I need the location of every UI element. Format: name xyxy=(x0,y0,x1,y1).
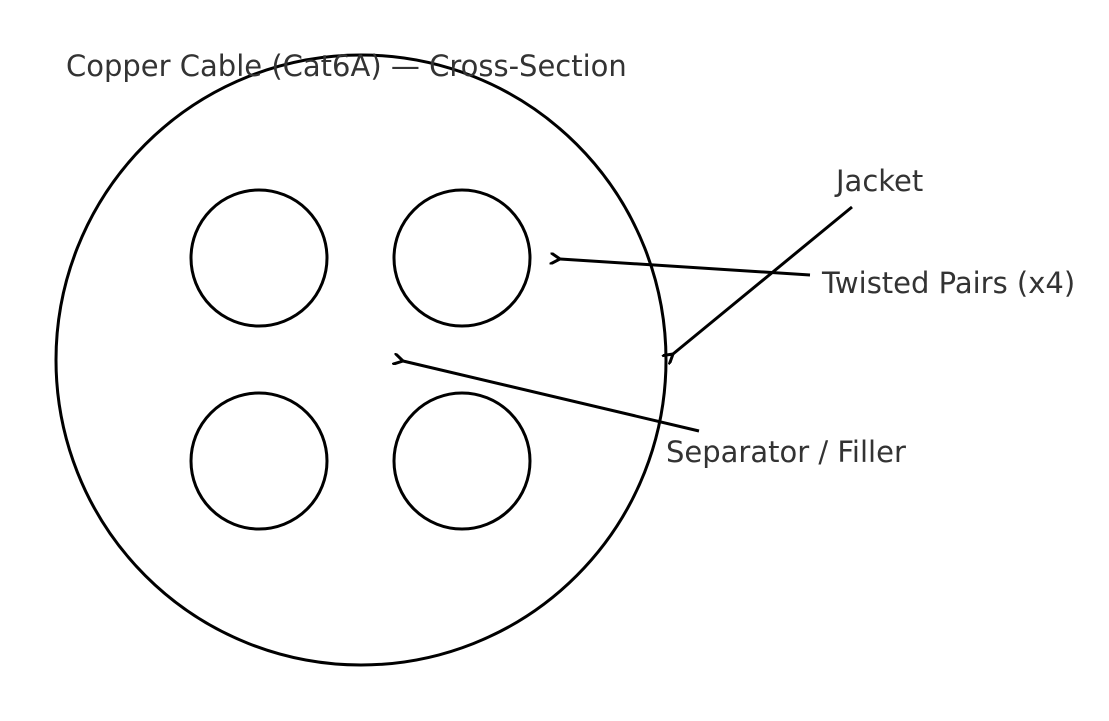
twisted-pair-bottom-left xyxy=(189,391,329,531)
twisted-pairs-label: Twisted Pairs (x4) xyxy=(821,266,1075,300)
twisted-pairs-arrow xyxy=(560,259,811,277)
twisted-pair-top-left xyxy=(189,188,329,328)
jacket-label: Jacket xyxy=(834,164,923,198)
diagram-title: Copper Cable (Cat6A) — Cross-Section xyxy=(66,49,627,83)
jacket-arrow xyxy=(673,205,853,354)
separator-arrow xyxy=(403,361,700,433)
twisted-pair-top-right xyxy=(392,188,532,328)
twisted-pair-bottom-right xyxy=(392,391,532,531)
cable-jacket xyxy=(54,53,668,667)
separator-label: Separator / Filler xyxy=(666,435,906,469)
